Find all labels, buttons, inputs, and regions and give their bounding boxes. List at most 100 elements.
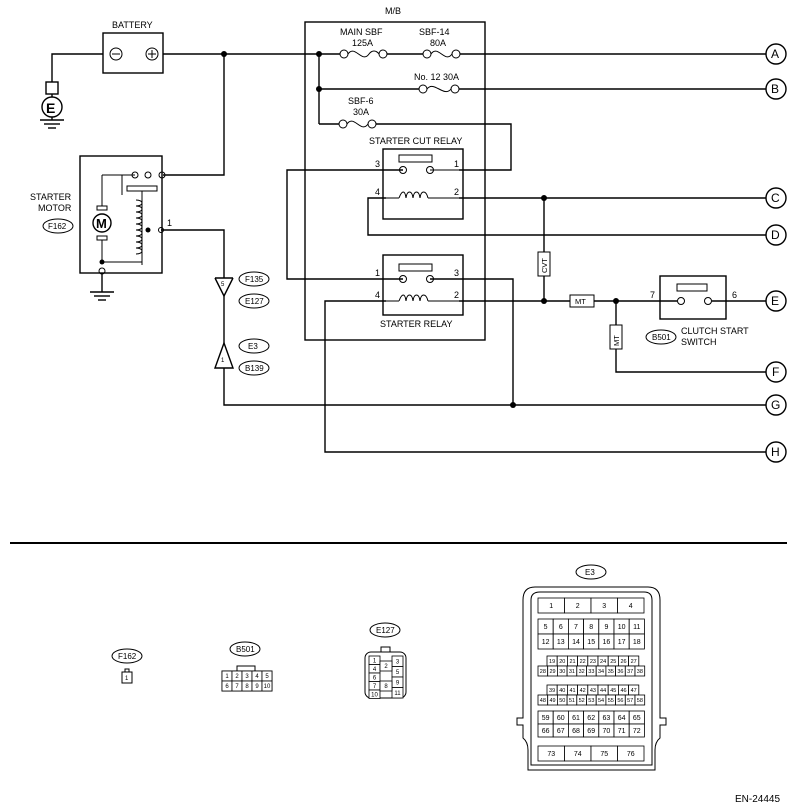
pin-number: 8 [245,684,249,690]
pin-number: 28 [540,669,546,675]
pin-number: 19 [549,659,555,665]
cut-pin-1: 1 [454,159,459,169]
terminal-g-label: G [771,398,780,412]
pin-number: 4 [373,667,377,673]
pin-number: 4 [629,603,633,610]
pin-cell [391,687,404,699]
e127-badge-label: E127 [245,297,264,306]
pin-number: 1 [225,674,229,680]
pin-number: 57 [627,698,633,704]
pin-number: 55 [608,698,614,704]
battery-label: BATTERY [112,20,153,30]
ground-e: E [40,81,64,129]
pin-number: 54 [598,698,604,704]
pin-cell [368,689,381,699]
pin-number: 5 [396,670,400,676]
sr-pin-4: 4 [375,290,380,300]
pin-number: 1 [373,658,377,664]
pin-number: 3 [396,659,400,665]
f162-bottom-label: F162 [118,652,137,661]
terminal-b-label: B [771,82,779,96]
terminal-e-label: E [771,294,779,308]
terminal-a-label: A [771,47,779,61]
clutch-label-2: SWITCH [681,337,717,347]
e3-badge-label: E3 [248,342,258,351]
sr-pin-3: 3 [454,268,459,278]
sbf6-terminal [338,119,348,129]
terminal-e: E [765,290,787,312]
pin-number: 41 [569,688,575,694]
f135-badge-label: F135 [245,275,264,284]
pin-number: 20 [559,659,565,665]
pin-number: 8 [589,624,593,631]
pin-number: 76 [627,751,635,758]
pin-number: 6 [559,624,563,631]
pin-number: 60 [557,715,565,722]
b139-badge-label: B139 [245,364,264,373]
pin-cell [634,694,646,706]
e3-connector-symbol [214,340,234,369]
terminal-h-label: H [771,445,780,459]
mb-box: M/B [304,6,486,341]
pin-number: 5 [265,674,269,680]
b501-badge-label: B501 [652,333,671,342]
pin-number: 7 [235,684,239,690]
pin-number: 62 [587,715,595,722]
pin-number: 2 [235,674,239,680]
pin-number: 65 [633,715,641,722]
sbf14-label: SBF-14 [419,27,450,37]
pin-number: 52 [579,698,585,704]
pin-number: 7 [373,684,377,690]
mb-label: M/B [385,6,401,16]
pin-number: 38 [637,669,643,675]
pin-number: 33 [588,669,594,675]
pin-number: 32 [579,669,585,675]
main-sbf-terminal [339,49,349,59]
pin-number: 16 [603,639,611,646]
pin-number: 72 [633,728,641,735]
no12-terminal [418,84,428,94]
pin-number: 12 [542,639,550,646]
sr-pin-2: 2 [454,290,459,300]
pin-cell [628,723,645,738]
f162-badge-label: F162 [48,222,67,231]
pin-number: 75 [600,751,608,758]
main-sbf-fuse [347,50,380,58]
pin-number: 18 [633,639,641,646]
pin-cell [617,597,645,614]
pin-number: 2 [384,664,388,670]
cvt-label: CVT [540,258,549,273]
no12-label: No. 12 30A [414,72,459,82]
e127-bottom-label: E127 [376,626,395,635]
cut-pin-4: 4 [375,187,380,197]
pin-number: 9 [396,680,400,686]
pin-number: 30 [559,669,565,675]
pin-number: 1 [549,603,553,610]
pin-number: 10 [264,684,271,690]
starter-relay-label: STARTER RELAY [380,319,453,329]
pin-number: 9 [255,684,259,690]
pin-number: 13 [557,639,565,646]
starter-cut-relay-label: STARTER CUT RELAY [369,136,462,146]
mt-label-v: MT [612,335,621,346]
pin-number: 8 [384,684,388,690]
pin-number: 3 [602,603,606,610]
pin-cell [628,633,645,650]
pin-number: 5 [544,624,548,631]
e3-pin: 1 [221,358,225,364]
no12-fuse [426,85,452,93]
motor-pin-1: 1 [167,218,172,228]
pin-number: 64 [618,715,626,722]
terminal-a: A [765,43,787,65]
pin-number: 73 [547,751,555,758]
pin-number: 22 [580,659,586,665]
f135-pin: 5 [221,282,225,288]
pin-number: 25 [610,659,616,665]
pin-number: 51 [569,698,575,704]
pin-number: 2 [576,603,580,610]
pin-number: 6 [373,675,377,681]
pin-number: 49 [549,698,555,704]
